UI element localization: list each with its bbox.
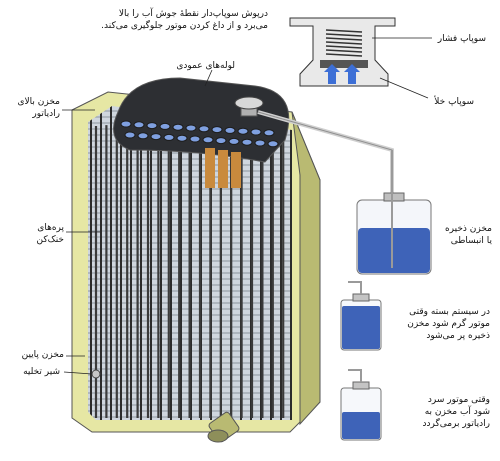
upper-tank-label-line1: مخزن بالای (17, 97, 61, 107)
bottle-hot-cap (352, 293, 370, 302)
spring-coil (325, 29, 363, 33)
tubes-cutaway (205, 148, 241, 188)
upper-tank-label-line2: رادیاتور (32, 109, 60, 119)
lower-tank-label: مخزن پایین (21, 350, 64, 360)
upper-tank-tube-ends (120, 120, 279, 148)
tube-end (150, 133, 162, 141)
leader-tubes (204, 69, 213, 87)
radiator-cap (234, 96, 264, 110)
bottle-cold (340, 369, 382, 441)
cold-note-line2: شود آب مخزن به (424, 407, 490, 417)
pressure-valve-label: سوپاپ فشار (437, 34, 486, 44)
tube-cutaway-3 (231, 152, 241, 188)
tube-end (263, 129, 275, 137)
tubes-label: لوله‌های عمودی (176, 61, 235, 71)
tube-end (146, 122, 158, 130)
reservoir-coolant (358, 228, 430, 273)
spring-coil (325, 45, 363, 49)
cap-valve-seat (320, 60, 368, 68)
bottle-cold-cap (352, 381, 370, 390)
radiator-frame-right-side (291, 111, 321, 426)
tube-end (224, 126, 236, 134)
tube-end (176, 134, 188, 142)
spring-coil (325, 33, 363, 37)
tube-end (237, 127, 249, 135)
tube-end (185, 124, 197, 132)
leader-drain (63, 371, 93, 375)
tube-end (241, 138, 253, 146)
cap-detail-housing (289, 17, 396, 87)
vacuum-valve-label: سوپاپ خلأ (434, 97, 474, 107)
tube-end (215, 137, 227, 145)
tube-end (133, 121, 145, 129)
hot-note-line3: ذخیره پر می‌شود (426, 331, 490, 341)
bottle-hot-coolant (342, 306, 380, 349)
tube-end (189, 135, 201, 143)
drain-tap-icon (91, 369, 101, 379)
reservoir (356, 150, 432, 275)
hot-note-line2: موتور گرم شود مخزن (407, 319, 490, 329)
bottle-cold-pipe (348, 369, 362, 382)
tube-end (228, 137, 240, 145)
reservoir-label-line1: مخزن ذخیره (444, 224, 492, 234)
tube-end (250, 128, 262, 136)
tube-end (211, 126, 223, 134)
cap-note-line2: می‌برد و از داغ کردن موتور جلوگیری می‌کن… (101, 21, 268, 31)
cold-note: وقتی موتور سرد شود آب مخزن به رادیاتور ب… (422, 394, 490, 430)
tube-end (254, 139, 266, 147)
bottle-hot-pipe (348, 281, 362, 294)
spring-coil (325, 37, 363, 41)
cold-note-line1: وقتی موتور سرد (427, 395, 490, 405)
tube-end (267, 140, 279, 148)
cap-note: درپوش سوپاپ‌دار نقطهٔ جوش آب را بالا می‌… (101, 8, 268, 32)
fins-label: پره‌های خنک‌کن (37, 222, 64, 246)
reservoir-label: مخزن ذخیره یا انبساطی (445, 223, 492, 247)
tube-end (159, 122, 171, 130)
spring-coil (325, 49, 363, 53)
cold-note-line3: رادیاتور برمی‌گردد (422, 419, 490, 429)
leader-lines (62, 37, 432, 375)
pressure-arrow-right (344, 64, 360, 84)
upper-tank-label: مخزن بالای رادیاتور (18, 96, 61, 120)
outlet-pipe-opening (207, 429, 229, 443)
bottle-hot (340, 281, 382, 351)
upper-tank (113, 77, 290, 163)
tube-end (120, 120, 132, 128)
spring-coil (325, 53, 363, 57)
fins-label-line1: پره‌های (37, 223, 64, 233)
tube-end (137, 132, 149, 140)
drain-tap-label: شیر تخلیه (23, 367, 60, 377)
spring-coil (325, 41, 363, 45)
reservoir-label-line2: یا انبساطی (450, 236, 492, 246)
leader-vacuum-valve (379, 77, 429, 99)
hot-note: در سیستم بسته وقتی موتور گرم شود مخزن ذخ… (407, 306, 490, 342)
tube-cutaway-1 (205, 148, 215, 188)
tube-end (202, 136, 214, 144)
cap-spring (325, 29, 363, 57)
cap-detail (289, 17, 396, 87)
fins-label-line2: خنک‌کن (36, 235, 64, 245)
tube-end (198, 125, 210, 133)
tube-end (172, 123, 184, 131)
cap-note-line1: درپوش سوپاپ‌دار نقطهٔ جوش آب را بالا (118, 9, 268, 19)
bottle-cold-coolant (342, 412, 380, 439)
reservoir-cap (383, 192, 405, 202)
tube-end (163, 133, 175, 141)
pressure-arrow-left (324, 64, 340, 84)
tube-end (124, 131, 136, 139)
hot-note-line1: در سیستم بسته وقتی (409, 307, 490, 317)
tube-cutaway-2 (218, 150, 228, 188)
